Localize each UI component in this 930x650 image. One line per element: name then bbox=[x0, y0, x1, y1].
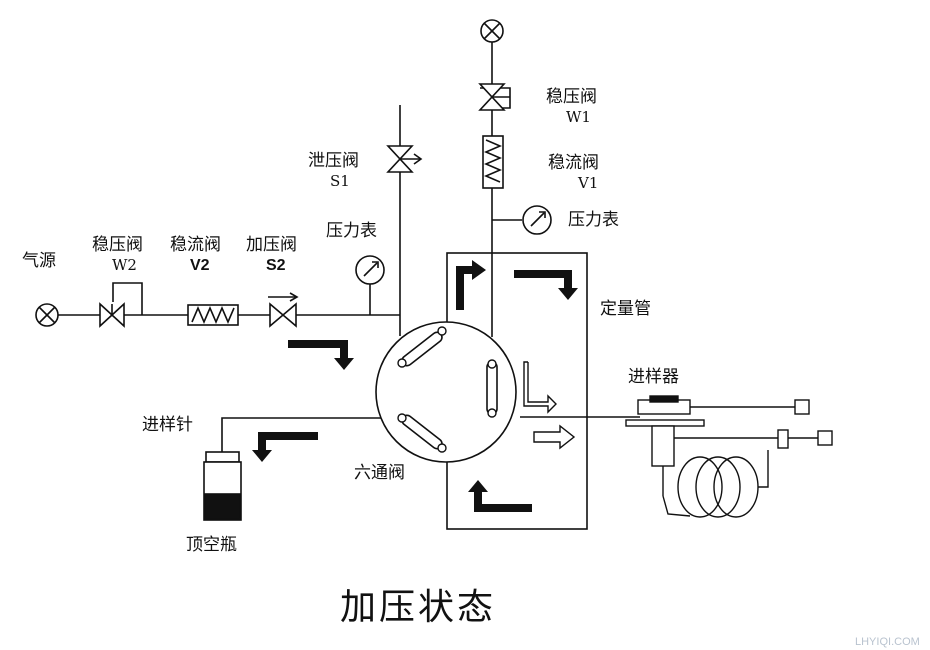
valve-v1-icon bbox=[482, 135, 504, 189]
gas-source-label: 气源 bbox=[22, 251, 56, 271]
pressure-gauge-left-icon bbox=[355, 255, 385, 285]
gas-source-icon bbox=[35, 303, 59, 327]
valve-s1-icon bbox=[386, 145, 423, 173]
flow-arrow-outline-l-icon bbox=[523, 361, 557, 414]
gauge-right-label: 压力表 bbox=[568, 210, 619, 230]
s1-name-label: 泄压阀 bbox=[308, 151, 359, 171]
needle-label: 进样针 bbox=[142, 415, 193, 435]
six-port-valve-icon bbox=[375, 321, 517, 463]
w1-name-label: 稳压阀 bbox=[546, 87, 597, 107]
flow-arrow-outline-right-icon bbox=[533, 424, 576, 450]
w2-code-label: W2 bbox=[112, 256, 137, 274]
quant-loop-label: 定量管 bbox=[600, 299, 651, 319]
gauge-left-label: 压力表 bbox=[326, 221, 377, 241]
pipe-needle bbox=[221, 417, 402, 452]
flow-arrows-outline bbox=[523, 361, 576, 450]
valve-v2-icon bbox=[187, 304, 239, 326]
gas-outlet-icon bbox=[480, 19, 504, 43]
pressure-gauge-right-icon bbox=[522, 205, 552, 235]
valve-s2-icon bbox=[268, 292, 299, 328]
flow-arrow-needle-icon bbox=[252, 432, 318, 462]
flow-arrow-box-top-left-icon bbox=[456, 260, 486, 310]
valve-w1-icon bbox=[478, 83, 510, 111]
v1-name-label: 稳流阀 bbox=[548, 153, 599, 173]
watermark: LHYIQI.COM bbox=[855, 636, 920, 648]
v1-code-label: V1 bbox=[578, 174, 599, 192]
flow-arrow-box-bottom-icon bbox=[468, 480, 532, 512]
v2-name-label: 稳流阀 bbox=[170, 235, 221, 255]
vial-label: 顶空瓶 bbox=[186, 535, 237, 555]
s1-code-label: S1 bbox=[330, 172, 350, 190]
diagram-title: 加压状态 bbox=[340, 587, 497, 628]
six-port-label: 六通阀 bbox=[354, 463, 405, 483]
flow-arrow-box-top-right-icon bbox=[514, 270, 578, 300]
headspace-vial-icon bbox=[203, 451, 242, 521]
w2-name-label: 稳压阀 bbox=[92, 235, 143, 255]
w1-code-label: W1 bbox=[566, 108, 591, 126]
injector-icon bbox=[625, 395, 833, 518]
v2-code-label: V2 bbox=[190, 257, 210, 274]
s2-code-label: S2 bbox=[266, 257, 286, 274]
injector-label: 进样器 bbox=[628, 367, 679, 387]
flow-arrow-left-icon bbox=[288, 340, 354, 370]
s2-name-label: 加压阀 bbox=[246, 235, 297, 255]
valve-w2-icon bbox=[99, 302, 125, 328]
flow-arrows bbox=[252, 260, 578, 512]
